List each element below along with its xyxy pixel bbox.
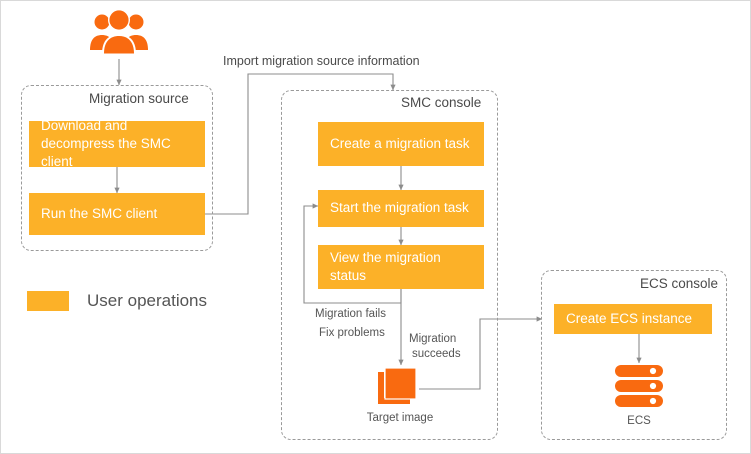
caption-target-image: Target image xyxy=(366,412,434,424)
legend: User operations xyxy=(27,291,207,311)
legend-swatch-user-operations xyxy=(27,291,69,311)
server-stack-icon xyxy=(614,364,664,412)
step-label: Download and decompress the SMC client xyxy=(41,117,171,170)
step-label: Create a migration task xyxy=(330,135,470,151)
step-download-smc-client[interactable]: Download and decompress the SMC client xyxy=(29,118,205,169)
group-smc-console xyxy=(281,90,498,440)
image-stack-icon xyxy=(376,366,424,408)
step-label: View the migration status xyxy=(330,249,441,283)
legend-label-user-operations: User operations xyxy=(87,291,208,310)
group-title-migration-source: Migration source xyxy=(89,91,189,106)
step-view-migration-status[interactable]: View the migration status xyxy=(318,245,484,289)
group-migration-source xyxy=(21,85,213,251)
edge-label-migration-fails: Migration fails xyxy=(315,308,386,320)
group-title-smc-console: SMC console xyxy=(401,95,482,110)
step-label: Create ECS instance xyxy=(566,310,693,326)
users-group-icon xyxy=(89,5,149,57)
group-title-ecs-console: ECS console xyxy=(640,276,719,291)
step-run-smc-client[interactable]: Run the SMC client xyxy=(29,193,205,235)
edge-label-fix-problems: Fix problems xyxy=(319,327,385,339)
edge-label-migration-succeeds-line2: succeeds xyxy=(412,348,461,360)
group-ecs-console xyxy=(541,270,727,440)
step-create-ecs-instance[interactable]: Create ECS instance xyxy=(554,304,712,334)
caption-ecs: ECS xyxy=(627,415,651,427)
step-start-migration-task[interactable]: Start the migration task xyxy=(318,190,484,227)
edge-label-migration-succeeds-line1: Migration xyxy=(409,333,457,345)
step-create-migration-task[interactable]: Create a migration task xyxy=(318,122,484,166)
step-label: Start the migration task xyxy=(330,200,469,216)
edge-label-import-source-info: Import migration source information xyxy=(223,54,420,68)
step-label: Run the SMC client xyxy=(41,205,158,221)
